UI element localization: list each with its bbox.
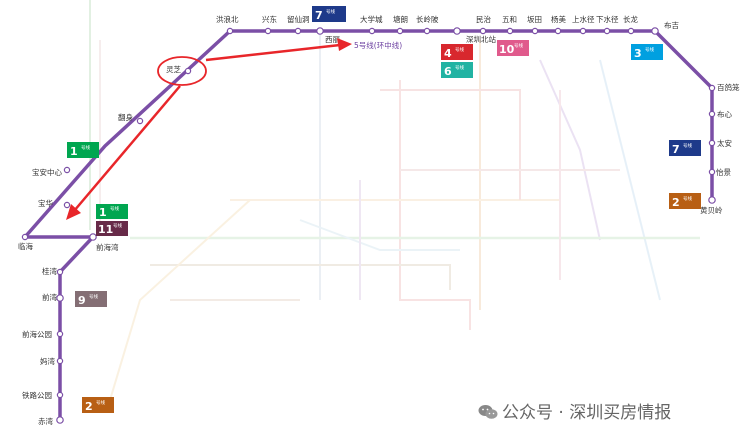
station-mawan: 妈湾 — [40, 356, 55, 366]
svg-text:号线: 号线 — [455, 46, 464, 53]
station-tanglang: 塘朗 — [393, 14, 408, 24]
station-huangbeiling: 黄贝岭 — [700, 205, 723, 215]
svg-text:2: 2 — [85, 400, 93, 413]
station-yijing: 怡景 — [716, 167, 731, 177]
badge-line2-right: 2 号线 — [669, 193, 701, 209]
svg-text:11: 11 — [98, 223, 113, 236]
station-shangshuijing: 上水径 — [572, 14, 595, 24]
badge-line2-bottom: 2 号线 — [82, 397, 114, 413]
svg-text:10: 10 — [499, 43, 515, 56]
station-markers — [21, 27, 716, 424]
badge-line10: 10 号线 — [497, 40, 529, 56]
station-buxin: 布心 — [717, 109, 732, 119]
station-chiwan: 赤湾 — [38, 416, 53, 426]
station-qianwan: 前湾 — [42, 292, 57, 302]
arrow-to-linhai — [66, 85, 181, 220]
badge-line6: 6 号线 — [441, 62, 473, 78]
station-hongshanbei: 洪浪北 — [216, 14, 239, 24]
badge-line3: 3 号线 — [631, 44, 663, 60]
station-qianhai-gongyuan: 前海公园 — [22, 329, 52, 339]
svg-text:号线: 号线 — [455, 64, 464, 71]
svg-text:号线: 号线 — [683, 195, 692, 202]
station-xingdong: 兴东 — [262, 14, 277, 24]
badge-line11: 11 号线 — [96, 221, 128, 236]
line5-branch — [25, 235, 95, 420]
station-shenzhenbeizhan: 深圳北站 — [466, 34, 496, 44]
station-guihan: 桂湾 — [42, 266, 57, 276]
badge-line4: 4 号线 — [441, 44, 473, 60]
svg-text:号线: 号线 — [326, 8, 335, 15]
station-changlong: 长龙 — [623, 14, 638, 24]
wechat-icon — [478, 405, 498, 419]
line5-route — [23, 29, 714, 239]
station-xiashuijing: 下水径 — [596, 14, 619, 24]
station-daxuecheng: 大学城 — [360, 14, 383, 24]
station-taian: 太安 — [717, 138, 732, 148]
station-tiemei-gongyuan: 铁路公园 — [22, 390, 52, 400]
station-baohua: 宝华 — [38, 198, 53, 208]
station-changlingpi: 长岭陂 — [416, 14, 439, 24]
badge-line9: 9 号线 — [75, 291, 107, 307]
badge-line7-right: 7 号线 — [669, 140, 701, 156]
station-qianhaiwan: 前海湾 — [96, 242, 119, 252]
svg-text:1: 1 — [70, 145, 78, 158]
station-xili: 西丽 — [325, 35, 340, 44]
badge-line1-mid: 1 号线 — [96, 204, 128, 219]
arrow-to-annotation — [205, 38, 352, 62]
svg-text:号线: 号线 — [89, 293, 98, 300]
svg-text:7: 7 — [672, 143, 680, 156]
svg-text:9: 9 — [78, 294, 86, 307]
station-minzhi: 民治 — [476, 14, 491, 24]
svg-text:号线: 号线 — [81, 144, 90, 151]
svg-text:4: 4 — [444, 47, 452, 60]
badge-line7-top: 7 号线 — [312, 6, 346, 22]
watermark: 公众号 · 深圳买房情报 — [478, 398, 671, 423]
svg-text:号线: 号线 — [110, 205, 119, 212]
lingzhi-highlight-circle — [157, 56, 207, 86]
station-buji: 布吉 — [664, 20, 679, 30]
svg-text:号线: 号线 — [645, 46, 654, 53]
svg-text:7: 7 — [315, 9, 323, 22]
station-yangmei: 杨美 — [551, 14, 566, 24]
svg-text:1: 1 — [99, 206, 107, 219]
station-liuxiandong: 留仙洞 — [287, 14, 310, 24]
station-baigelong: 百鸽笼 — [717, 82, 740, 92]
svg-text:号线: 号线 — [113, 222, 122, 229]
watermark-text: 公众号 · 深圳买房情报 — [502, 403, 672, 423]
svg-text:3: 3 — [634, 47, 642, 60]
station-wuhe: 五和 — [502, 15, 517, 24]
station-bantian: 坂田 — [527, 14, 542, 24]
svg-text:2: 2 — [672, 196, 680, 209]
station-fanshen: 翻身 — [118, 112, 133, 122]
station-baoan-zhongxin: 宝安中心 — [32, 167, 62, 177]
line5-annotation-label: 5号线(环中线) — [354, 40, 402, 50]
svg-text:号线: 号线 — [514, 42, 523, 49]
svg-text:6: 6 — [444, 65, 452, 78]
station-linhai: 临海 — [18, 241, 33, 251]
svg-text:号线: 号线 — [683, 142, 692, 149]
background-network — [89, 0, 700, 401]
station-lingzhi: 灵芝 — [166, 64, 181, 74]
badge-line1-left: 1 号线 — [67, 142, 99, 158]
svg-text:号线: 号线 — [96, 399, 105, 406]
